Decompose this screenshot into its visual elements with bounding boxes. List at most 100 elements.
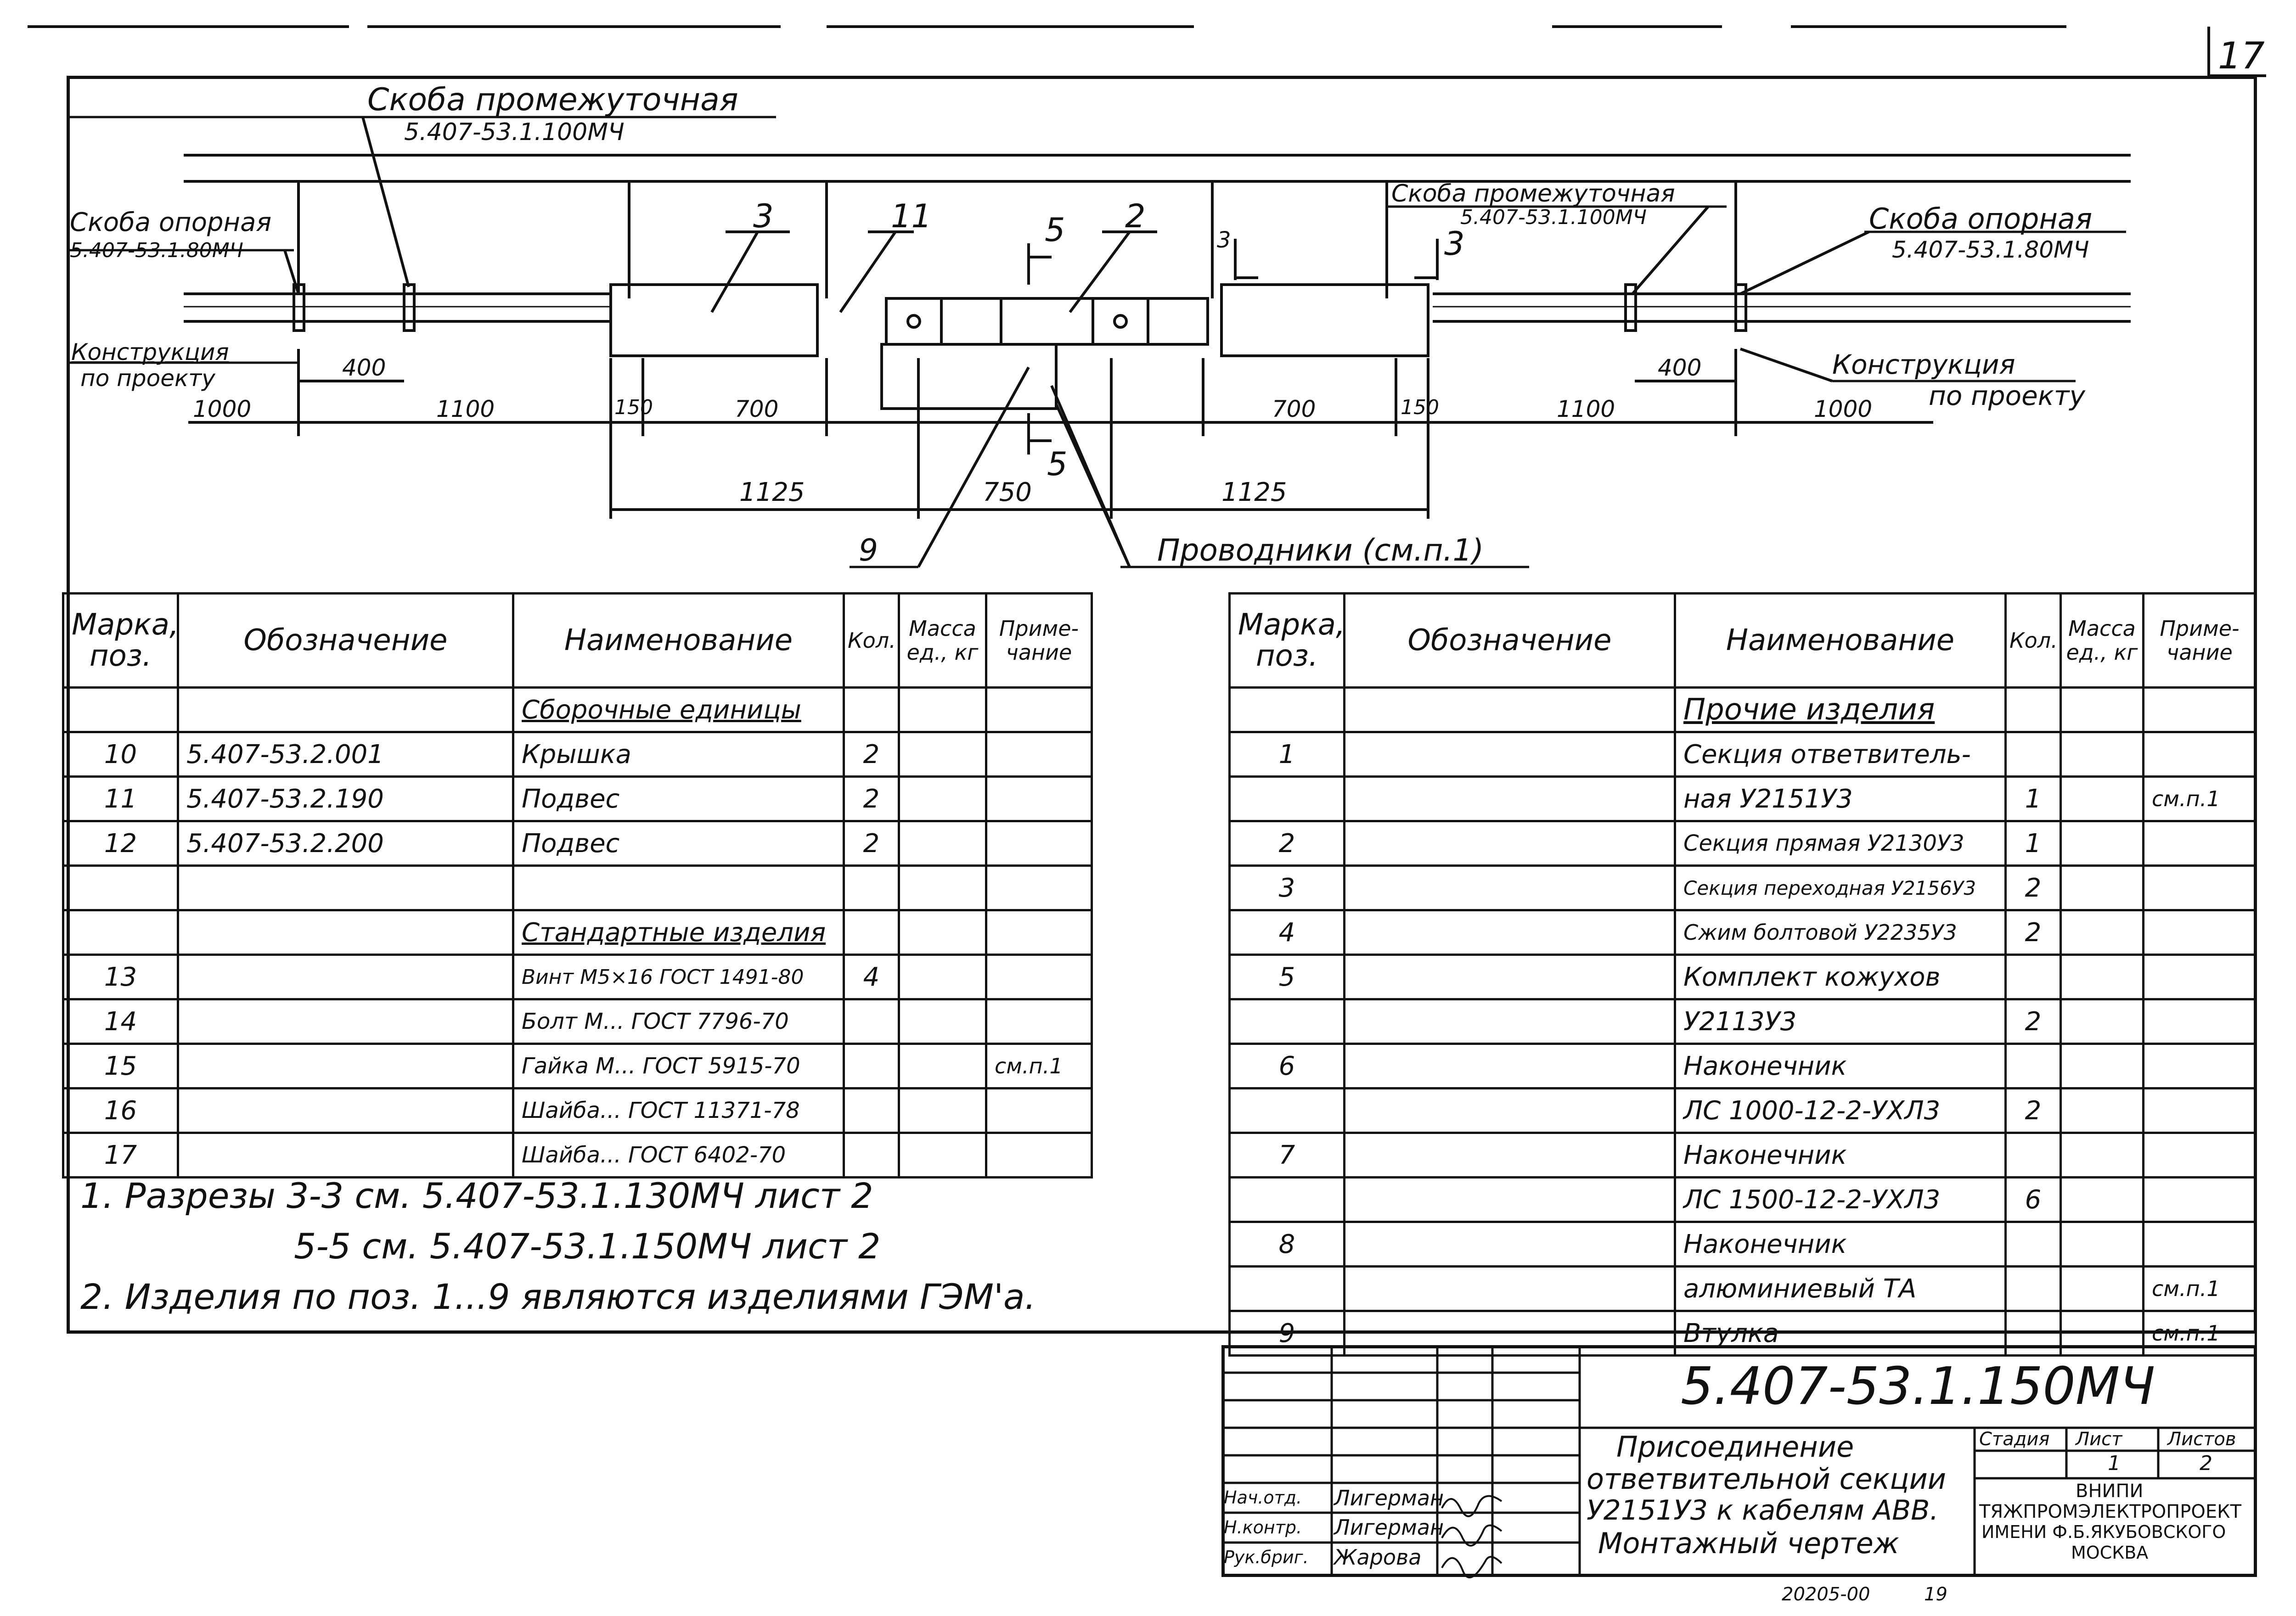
org-line-1: ВНИПИ xyxy=(2076,1481,2144,1502)
doc-code: 5.407-53.1.150МЧ xyxy=(1681,1357,2155,1416)
spec-header-row: Марка, поз. Обозначение Наименование Кол… xyxy=(1228,592,2257,689)
spec-table-left: Марка, поз. Обозначение Наименование Кол… xyxy=(62,592,1093,1178)
dim-700-right: 700 xyxy=(1272,396,1316,422)
label-skoba-promezh-top: Скоба промежуточная xyxy=(367,82,738,118)
page-number: 17 xyxy=(2218,34,2265,77)
signer-role-3: Рук.бриг. xyxy=(1224,1547,1309,1567)
bottom-number: 19 xyxy=(1924,1584,1947,1605)
spec-table-right: Марка, поз. Обозначение Наименование Кол… xyxy=(1228,592,2257,1357)
dim-1000-left: 1000 xyxy=(193,396,252,422)
section-title: Прочие изделия xyxy=(1674,686,2007,733)
header-mass: Масса ед., кг xyxy=(2060,592,2144,689)
dim-150-left: 150 xyxy=(614,396,653,419)
title-block xyxy=(1221,1345,2257,1577)
header-name: Наименование xyxy=(1674,592,2007,689)
callout-5-bottom: 5 xyxy=(1047,445,1068,483)
bottom-code: 20205-00 xyxy=(1782,1584,1870,1605)
header-designation: Обозначение xyxy=(177,592,514,689)
dim-1100-right: 1100 xyxy=(1557,396,1615,422)
header-designation: Обозначение xyxy=(1343,592,1676,689)
sheets-label: Листов xyxy=(2167,1429,2236,1450)
label-konstr-left: Конструкция xyxy=(71,339,229,365)
callout-3-right: 3 xyxy=(1444,225,1465,263)
dim-150-right: 150 xyxy=(1401,396,1439,419)
signer-name-3: Жарова xyxy=(1334,1545,1422,1570)
spec-header-row: Марка, поз. Обозначение Наименование Кол… xyxy=(62,592,1093,689)
title-line-2: ответвительной секции xyxy=(1587,1462,1947,1496)
callout-3: 3 xyxy=(753,197,774,235)
dim-1100-left: 1100 xyxy=(436,396,495,422)
label-konstr-left-2: по проекту xyxy=(80,365,215,392)
dim-1125-right: 1125 xyxy=(1221,477,1287,507)
header-qty: Кол. xyxy=(843,592,900,689)
section-title: Сборочные единицы xyxy=(512,686,845,733)
title-line-1: Присоединение xyxy=(1616,1430,1854,1464)
table-row: Сборочные единицы xyxy=(62,686,1093,733)
header-qty: Кол. xyxy=(2004,592,2062,689)
header-mark: Марка, поз. xyxy=(1228,592,1345,689)
title-line-4: Монтажный чертеж xyxy=(1598,1526,1899,1560)
dim-400-left: 400 xyxy=(342,354,386,381)
sheet-value: 1 xyxy=(2108,1452,2121,1475)
section-title: Стандартные изделия xyxy=(512,909,845,956)
label-skoba-promezh-top-code: 5.407-53.1.100МЧ xyxy=(404,118,625,146)
signer-role-1: Нач.отд. xyxy=(1224,1487,1302,1508)
org-line-3: ИМЕНИ Ф.Б.ЯКУБОВСКОГО xyxy=(1981,1522,2226,1542)
label-skoba-promezh-right: Скоба промежуточная xyxy=(1391,180,1675,208)
label-skoba-opornaya-right-code: 5.407-53.1.80МЧ xyxy=(1892,236,2089,263)
dim-750: 750 xyxy=(983,477,1032,507)
dim-1000-right: 1000 xyxy=(1814,396,1873,422)
header-note: Приме- чание xyxy=(985,592,1093,689)
label-skoba-opornaya-left: Скоба опорная xyxy=(70,208,272,237)
label-skoba-opornaya-right: Скоба опорная xyxy=(1869,202,2093,236)
signer-name-2: Лигерман xyxy=(1334,1515,1444,1540)
dim-1125-left: 1125 xyxy=(739,477,805,507)
note-1b: 5-5 см. 5.407-53.1.150МЧ лист 2 xyxy=(294,1226,881,1267)
callout-3-left: 3 xyxy=(1217,227,1231,253)
label-provodniki: Проводники (см.п.1) xyxy=(1157,533,1484,568)
header-name: Наименование xyxy=(512,592,845,689)
signer-name-1: Лигерман xyxy=(1334,1486,1444,1510)
callout-9: 9 xyxy=(859,533,878,568)
callout-5-top: 5 xyxy=(1045,211,1065,249)
title-line-3: У2151У3 к кабелям АВВ. xyxy=(1587,1494,1939,1526)
org-line-2: ТЯЖПРОМЭЛЕКТРОПРОЕКТ xyxy=(1979,1501,2242,1522)
org-line-4: МОСКВА xyxy=(2071,1543,2149,1563)
note-1: 1. Разрезы 3-3 см. 5.407-53.1.130МЧ лист… xyxy=(80,1175,873,1216)
sheet-label: Лист xyxy=(2076,1429,2122,1450)
label-konstr-right: Конструкция xyxy=(1832,349,2015,380)
label-skoba-opornaya-left-code: 5.407-53.1.80МЧ xyxy=(70,239,243,262)
sheets-value: 2 xyxy=(2200,1452,2212,1475)
label-konstr-right-2: по проекту xyxy=(1929,380,2085,411)
table-row: Прочие изделия xyxy=(1228,686,2257,733)
header-note: Приме- чание xyxy=(2142,592,2257,689)
signer-role-2: Н.контр. xyxy=(1224,1517,1302,1537)
table-row xyxy=(62,864,1093,911)
